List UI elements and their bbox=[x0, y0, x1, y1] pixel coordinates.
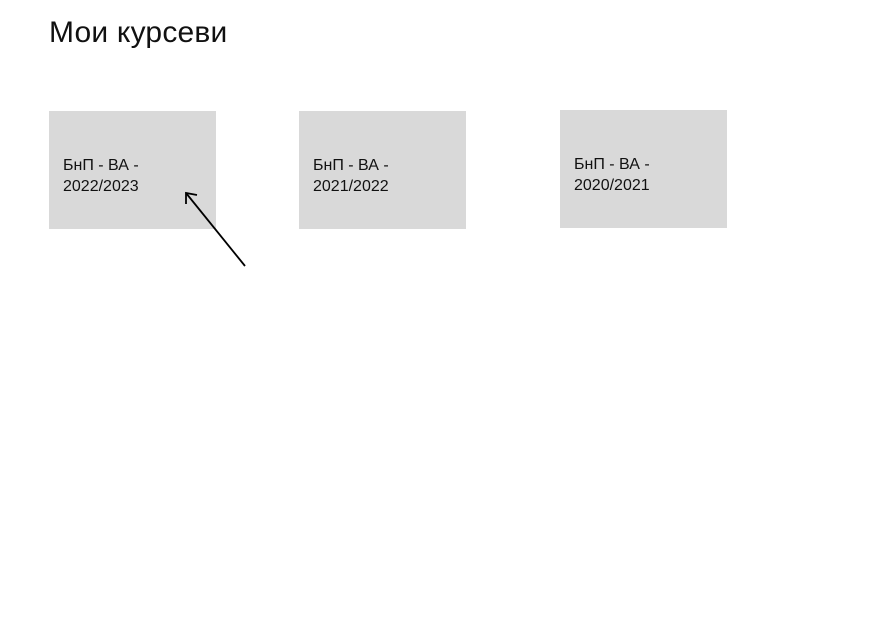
course-card[interactable]: БнП - ВА - 2021/2022 bbox=[299, 111, 466, 229]
course-label: БнП - ВА - 2021/2022 bbox=[313, 157, 389, 195]
course-card[interactable]: БнП - ВА - 2022/2023 bbox=[49, 111, 216, 229]
page-title: Мои курсеви bbox=[49, 16, 228, 49]
course-card[interactable]: БнП - ВА - 2020/2021 bbox=[560, 110, 727, 228]
course-label: БнП - ВА - 2022/2023 bbox=[63, 157, 139, 195]
course-label: БнП - ВА - 2020/2021 bbox=[574, 156, 650, 194]
